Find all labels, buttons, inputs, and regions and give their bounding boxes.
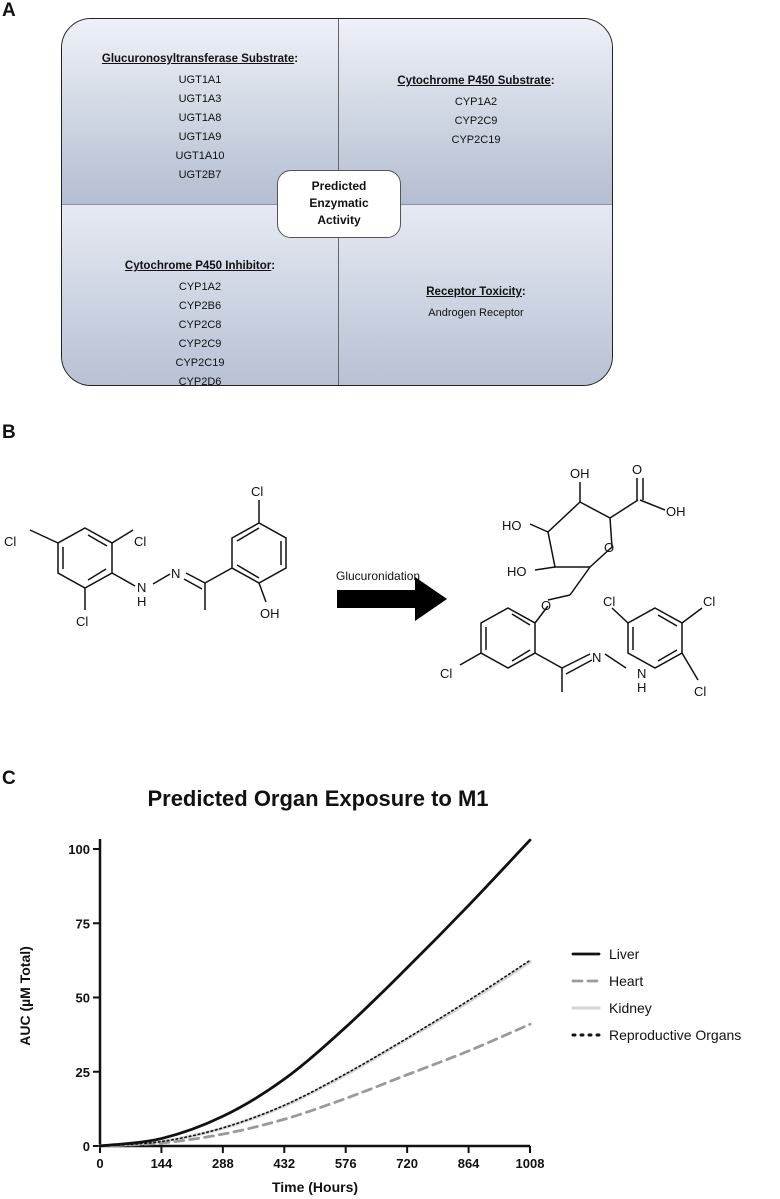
center-label-line: Activity — [317, 213, 361, 227]
x-tick-label: 144 — [151, 1156, 173, 1171]
legend-label: Heart — [609, 973, 643, 989]
list-item: CYP2C9 — [454, 115, 498, 127]
x-tick-label: 720 — [396, 1156, 418, 1171]
atom-label: O — [632, 462, 642, 477]
atom-label: N — [137, 580, 146, 595]
reaction-arrow — [337, 577, 447, 621]
enzymatic-activity-box: Glucuronosyltransferase Substrate: UGT1A… — [61, 18, 613, 386]
list-item: UGT1A8 — [178, 112, 222, 124]
parent-molecule-bonds — [29, 500, 287, 610]
glucuronidation-reaction-diagram: Cl Cl Cl N H N Cl OH Glucuronidation — [4, 462, 715, 699]
atom-label: OH — [666, 504, 686, 519]
list-item: UGT1A9 — [178, 131, 222, 143]
x-axis-label: Time (Hours) — [272, 1179, 358, 1195]
quadrant-title: Cytochrome P450 Inhibitor — [124, 260, 272, 272]
atom-label: Cl — [251, 484, 263, 499]
chart-axes: 0 25 50 75 100 0 144 288 432 576 720 864 1008 — [68, 839, 544, 1171]
product-molecule-atoms: OH O OH HO HO O O Cl N N H Cl Cl Cl — [440, 462, 715, 699]
atom-label: Cl — [4, 534, 16, 549]
list-item: CYP2B6 — [178, 300, 222, 312]
legend-label: Kidney — [609, 1000, 652, 1016]
atom-label: HO — [507, 564, 527, 579]
atom-label: Cl — [703, 594, 715, 609]
center-label-box: Predicted Enzymatic Activity — [277, 170, 401, 238]
atom-label: N — [637, 666, 646, 681]
legend-label: Liver — [609, 946, 640, 962]
atom-label: Cl — [440, 666, 452, 681]
atom-label: Cl — [76, 614, 88, 629]
series-line-heart — [98, 1022, 532, 1148]
list-item: CYP2C19 — [175, 357, 225, 369]
product-molecule-bonds — [459, 478, 703, 692]
y-tick-label: 100 — [68, 842, 90, 857]
quadrant-glucuronosyltransferase-substrate: Glucuronosyltransferase Substrate: UGT1A… — [62, 19, 338, 204]
list-item: UGT1A1 — [178, 74, 222, 86]
parent-molecule-atoms: Cl Cl Cl N H N Cl OH — [4, 484, 280, 629]
atom-label: OH — [260, 606, 280, 621]
center-label-line: Enzymatic — [309, 196, 369, 210]
quadrant-title: Receptor Toxicity — [426, 286, 522, 298]
series-line-reproductive-organs — [99, 959, 531, 1147]
list-item: UGT1A10 — [175, 150, 225, 162]
list-item: CYP2C19 — [451, 134, 501, 146]
atom-label: OH — [570, 466, 590, 481]
x-tick-label: 576 — [335, 1156, 357, 1171]
x-tick-label: 1008 — [516, 1156, 545, 1171]
legend-label: Reproductive Organs — [609, 1027, 741, 1043]
x-tick-label: 432 — [273, 1156, 295, 1171]
y-tick-label: 75 — [76, 916, 90, 931]
x-tick-label: 0 — [96, 1156, 103, 1171]
panel-label-a: A — [2, 0, 16, 21]
y-axis-label: AUC (µM Total) — [17, 946, 33, 1046]
list-item: CYP2C9 — [178, 338, 222, 350]
list-item: CYP2D6 — [178, 376, 222, 386]
atom-label: H — [137, 594, 146, 609]
list-item: Androgen Receptor — [428, 307, 524, 319]
y-tick-label: 0 — [83, 1139, 90, 1154]
x-tick-label: 288 — [212, 1156, 234, 1171]
list-item: UGT2B7 — [178, 169, 222, 181]
center-label-line: Predicted — [311, 179, 367, 193]
atom-label: O — [541, 598, 551, 613]
item-list: UGT1A1 UGT1A3 UGT1A8 UGT1A9 UGT1A10 UGT2… — [62, 74, 338, 181]
y-tick-label: 50 — [76, 991, 90, 1006]
atom-label: Cl — [603, 594, 615, 609]
list-item: CYP1A2 — [454, 96, 498, 108]
atom-label: O — [604, 540, 614, 555]
atom-label: N — [592, 650, 601, 665]
x-tick-label: 864 — [458, 1156, 480, 1171]
list-item: UGT1A3 — [178, 93, 222, 105]
atom-label: Cl — [134, 534, 146, 549]
quadrant-title: Glucuronosyltransferase Substrate — [101, 53, 295, 65]
atom-label: N — [171, 566, 180, 581]
reaction-arrow-label: Glucuronidation — [336, 569, 420, 583]
list-item: CYP1A2 — [178, 281, 222, 293]
atom-label: Cl — [694, 684, 706, 699]
atom-label: HO — [502, 518, 522, 533]
chart-title: Predicted Organ Exposure to M1 — [147, 786, 488, 811]
chart-series — [98, 838, 532, 1148]
quadrant-title: Cytochrome P450 Substrate — [397, 75, 551, 87]
atom-label: H — [637, 680, 646, 695]
panel-label-b: B — [2, 422, 16, 443]
organ-exposure-chart: Predicted Organ Exposure to M1 AUC (µM T… — [17, 786, 741, 1195]
series-line-liver — [98, 838, 532, 1148]
y-tick-label: 25 — [76, 1065, 90, 1080]
panel-label-c: C — [2, 768, 16, 789]
list-item: CYP2C8 — [178, 319, 222, 331]
